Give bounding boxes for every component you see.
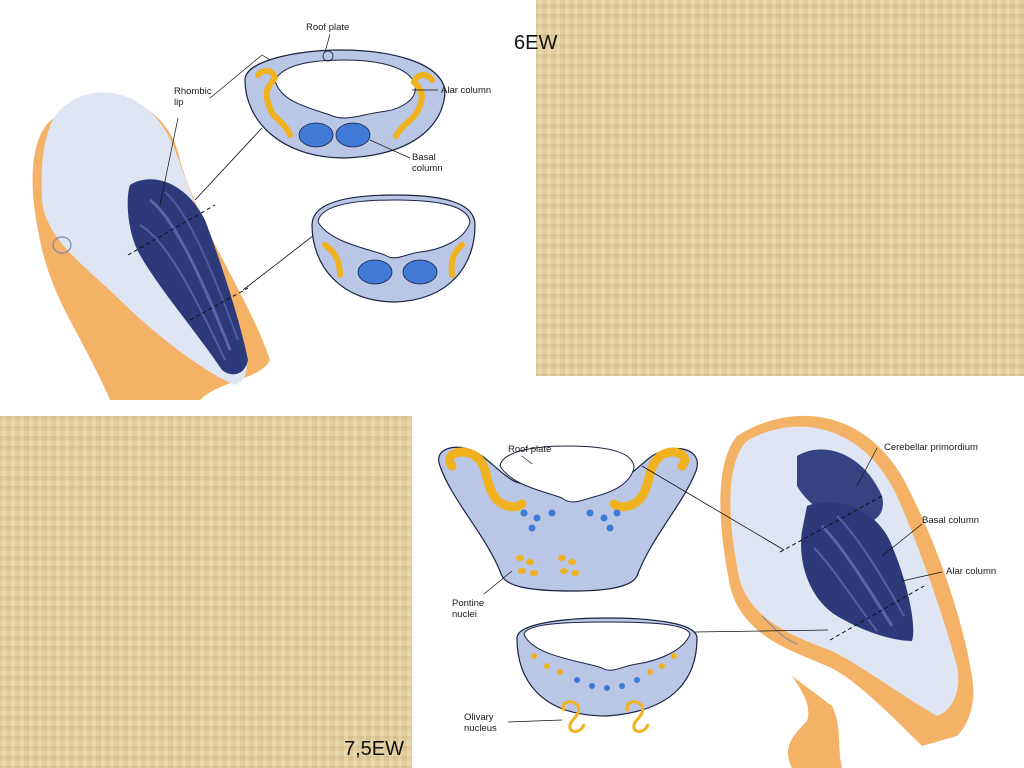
label-rhombic-lip: Rhombic lip	[174, 86, 212, 108]
figure-6ew: Roof plate Rhombic lip Alar column Basal…	[0, 0, 536, 410]
alar-dots-b	[531, 653, 677, 675]
section-b-lumen	[523, 621, 691, 671]
label-alar-column-7-5ew: Alar column	[946, 566, 997, 577]
figure-6ew-drawing	[32, 33, 476, 400]
label-alar-column-6ew: Alar column	[441, 85, 492, 96]
nuclei-dots-a	[520, 509, 621, 532]
label-basal-column-7-5ew: Basal column	[922, 515, 980, 526]
label-olivary-nucleus: Olivary nucleus	[464, 712, 497, 734]
label-roof-plate-7-5ew: Roof plate	[508, 444, 552, 455]
pontine-nuclei-dots	[516, 555, 579, 576]
label-basal-column-6ew: Basal column	[412, 152, 443, 174]
basal-column-right	[335, 122, 371, 148]
section-upper-lumen	[274, 59, 416, 119]
label-cerebellar-primordium: Cerebellar primordium	[884, 442, 978, 453]
label-pontine-nuclei: Pontine nuclei	[452, 598, 485, 620]
basal-column-lower-left	[357, 259, 393, 285]
fourth-ventricle-floor	[127, 179, 248, 375]
basal-dots-b	[574, 677, 640, 691]
parchment-panel-top-right	[536, 0, 1024, 376]
figure-7-5ew: Roof plate Cerebellar primordium Basal c…	[412, 376, 1024, 768]
ear-placode	[52, 236, 72, 254]
olivary-nucleus-left	[561, 700, 586, 733]
basal-column-lower-right	[402, 259, 438, 285]
section-a-outer	[438, 446, 698, 592]
basal-column-left	[298, 122, 334, 148]
olivary-nucleus-right	[625, 700, 650, 733]
stage-label-6ew: 6EW	[514, 32, 558, 54]
figure-7-5ew-drawing	[438, 415, 974, 768]
section-lower-lumen	[317, 199, 471, 259]
embryo-jaw	[787, 676, 842, 768]
section-a-lumen	[499, 445, 635, 503]
label-roof-plate-6ew: Roof plate	[306, 22, 350, 33]
parchment-panel-bottom-left	[0, 416, 412, 768]
stage-label-7-5ew: 7,5EW	[344, 738, 405, 760]
